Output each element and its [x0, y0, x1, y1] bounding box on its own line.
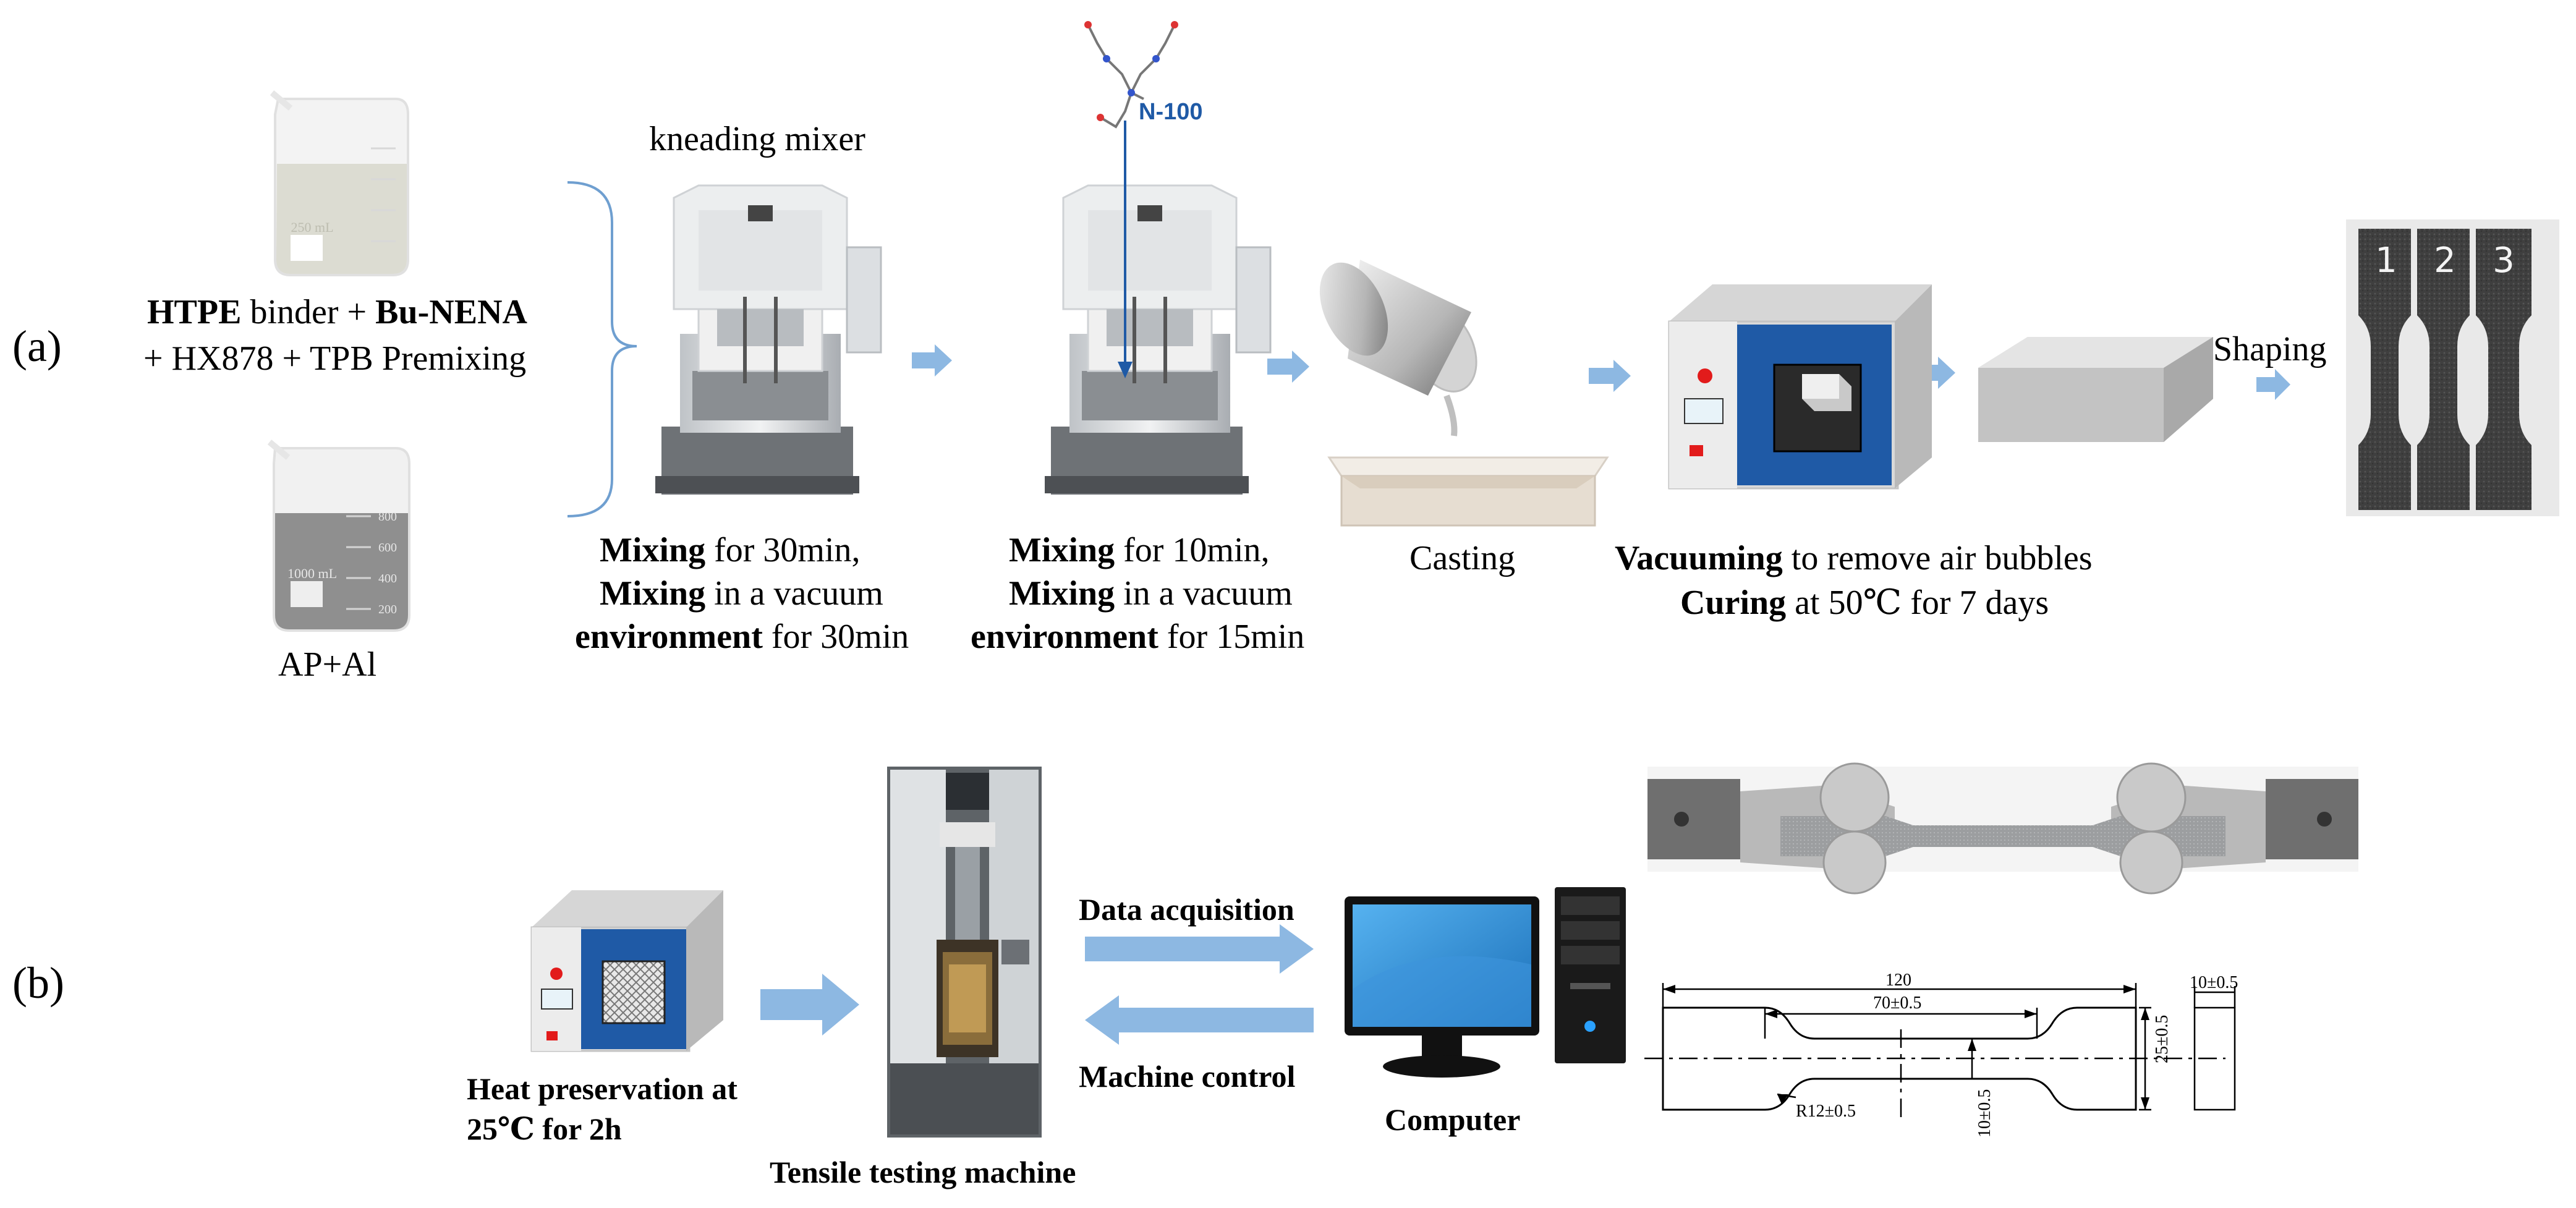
step2-text-1: for 10min,	[1115, 531, 1270, 569]
step1-mixing-2: Mixing	[600, 574, 706, 613]
computer-label: Computer	[1385, 1102, 1521, 1137]
vacuum-oven-a	[1668, 284, 1932, 490]
specimen-number-3: 3	[2493, 240, 2515, 281]
heat-preservation-oven	[530, 890, 723, 1052]
dumbbell-specimens-photo	[2346, 219, 2559, 516]
tensile-testing-machine-photo	[887, 767, 1042, 1138]
step2-mixing-1: Mixing	[1009, 531, 1115, 569]
step2-line-1: Mixing for 10min,	[1009, 529, 1270, 572]
vacuum-line-2: Curing at 50℃ for 7 days	[1680, 581, 2049, 624]
beaker-tick-600: 600	[378, 541, 397, 555]
curing-text: at 50℃ for 7 days	[1786, 584, 2049, 622]
step2-line-3: environment for 15min	[971, 615, 1304, 658]
process-arrows-a	[912, 344, 2290, 400]
cured-propellant-block	[1978, 337, 2213, 442]
n100-label: N-100	[1139, 99, 1203, 125]
beaker-tick-800: 800	[378, 510, 397, 524]
dim-neck-width: 10±0.5	[1975, 1089, 1994, 1138]
premix-htpe: HTPE	[147, 293, 242, 331]
step1-environment: environment	[575, 618, 763, 656]
dim-radius: R12±0.5	[1796, 1102, 1856, 1121]
step1-text-3: for 30min	[762, 618, 909, 656]
dim-width: 25±0.5	[2153, 1014, 2172, 1063]
step2-line-2: Mixing in a vacuum	[1009, 572, 1293, 615]
step1-line-3: environment for 30min	[575, 615, 909, 658]
computer-monitor-icon	[1345, 896, 1539, 1078]
n100-molecule-icon	[1084, 21, 1178, 129]
beaker-bottom-volume-label: 1000 mL	[287, 566, 337, 581]
shaping-label: Shaping	[2213, 330, 2327, 368]
casting-illustration	[1319, 260, 1609, 527]
premix-line-2: + HX878 + TPB Premixing	[143, 339, 527, 378]
vacuuming-text: to remove air bubbles	[1782, 539, 2093, 577]
computer-tower-icon	[1555, 887, 1626, 1063]
data-acquisition-arrow	[1085, 924, 1314, 974]
step1-line-2: Mixing in a vacuum	[600, 572, 883, 615]
grouping-bracket	[567, 181, 637, 517]
tensile-machine-label: Tensile testing machine	[770, 1155, 1076, 1189]
step1-text-2: in a vacuum	[705, 574, 883, 613]
step2-mixing-2: Mixing	[1009, 574, 1115, 613]
beaker-top-volume-label: 250 mL	[291, 219, 333, 235]
n100-feed-arrowhead	[1118, 362, 1133, 378]
panel-label-a: (a)	[12, 321, 62, 371]
panel-label-b: (b)	[12, 958, 64, 1008]
vacuuming-word: Vacuuming	[1615, 539, 1783, 577]
machine-control-arrow	[1085, 995, 1314, 1045]
arrow-oven-to-tester	[760, 974, 859, 1036]
step2-text-3: for 15min	[1158, 618, 1305, 656]
vacuum-line-1: Vacuuming to remove air bubbles	[1615, 537, 2093, 580]
specimen-number-1: 1	[2375, 240, 2397, 281]
specimen-technical-drawing	[1662, 1006, 2137, 1111]
step1-text-1: for 30min,	[705, 531, 861, 569]
premix-binder: binder +	[241, 293, 376, 331]
step2-text-2: in a vacuum	[1115, 574, 1293, 613]
heat-preservation-line-1: Heat preservation at	[467, 1071, 738, 1106]
ap-al-label: AP+Al	[278, 645, 377, 684]
drawing-arrowheads	[1663, 985, 2149, 1110]
dim-total-length: 120	[1885, 971, 1911, 990]
drawing-dimension-lines	[1644, 983, 2236, 1119]
specimen-number-2: 2	[2434, 240, 2456, 281]
dim-thickness: 10±0.5	[2190, 973, 2238, 992]
kneading-mixer-2	[1045, 184, 1272, 495]
step1-mixing-1: Mixing	[600, 531, 706, 569]
kneading-mixer-title: kneading mixer	[649, 120, 865, 158]
step2-environment: environment	[971, 618, 1158, 656]
kneading-mixer-1	[655, 184, 882, 495]
casting-label: Casting	[1409, 539, 1516, 577]
beaker-1000ml	[267, 440, 410, 632]
premix-line-1: HTPE binder + Bu-NENA	[147, 291, 527, 334]
heat-preservation-line-2: 25℃ for 2h	[467, 1112, 622, 1146]
premix-bu-nena: Bu-NENA	[375, 293, 527, 331]
step1-line-1: Mixing for 30min,	[600, 529, 861, 572]
beaker-tick-200: 200	[378, 603, 397, 616]
machine-control-label: Machine control	[1079, 1059, 1296, 1094]
curing-word: Curing	[1680, 584, 1787, 622]
data-acquisition-label: Data acquisition	[1079, 892, 1294, 927]
specimen-in-grips-photo	[1647, 762, 2358, 895]
beaker-250ml	[270, 90, 409, 276]
dim-gauge-length: 70±0.5	[1873, 993, 1922, 1013]
beaker-tick-400: 400	[378, 572, 397, 585]
